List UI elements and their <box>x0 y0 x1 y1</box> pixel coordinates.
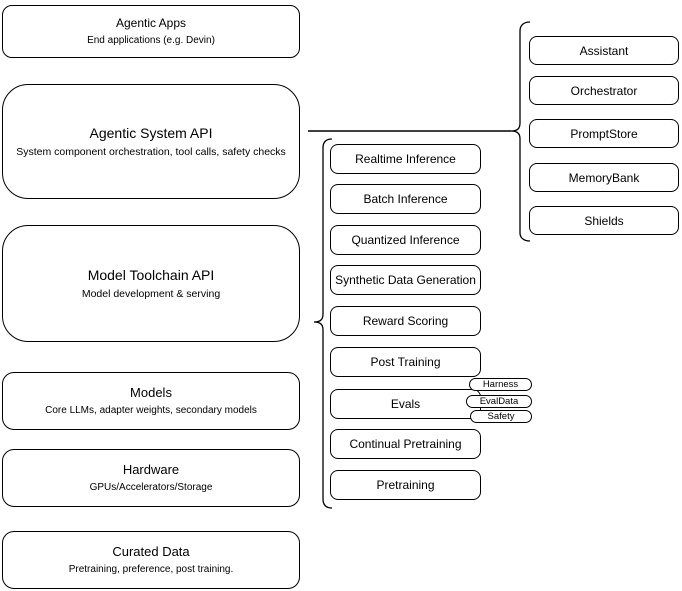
box-subtitle: GPUs/Accelerators/Storage <box>89 482 213 493</box>
box-title: Agentic Apps <box>115 16 187 30</box>
toolchain-box-realtime-inference: Realtime Inference <box>330 144 481 174</box>
box-label: Evals <box>390 397 421 411</box>
toolchain-box-continual-pretraining: Continual Pretraining <box>330 429 481 459</box>
box-label: PromptStore <box>570 126 638 141</box>
box-subtitle: End applications (e.g. Devin) <box>87 35 215 46</box>
box-label: Post Training <box>370 355 441 369</box>
stack-box-agentic-system-api: Agentic System API System component orch… <box>2 84 300 199</box>
box-subtitle: Core LLMs, adapter weights, secondary mo… <box>45 405 257 416</box>
box-label: Pretraining <box>376 478 435 492</box>
stack-box-model-toolchain-api: Model Toolchain API Model development & … <box>2 225 300 342</box>
stack-box-curated-data: Curated Data Pretraining, preference, po… <box>2 531 300 589</box>
box-label: Synthetic Data Generation <box>335 273 476 287</box>
box-title: Curated Data <box>112 544 190 559</box>
stack-box-hardware: Hardware GPUs/Accelerators/Storage <box>2 449 300 507</box>
box-label: Continual Pretraining <box>349 437 462 451</box>
pill-label: Harness <box>482 379 519 390</box>
toolchain-box-batch-inference: Batch Inference <box>330 184 481 214</box>
component-box-orchestrator: Orchestrator <box>529 76 679 105</box>
stack-box-agentic-apps: Agentic Apps End applications (e.g. Devi… <box>2 5 300 58</box>
box-label: Shields <box>584 213 624 228</box>
box-label: Assistant <box>579 43 629 58</box>
component-box-assistant: Assistant <box>529 36 679 65</box>
toolchain-box-quantized-inference: Quantized Inference <box>330 225 481 255</box>
box-subtitle: Pretraining, preference, post training. <box>68 564 234 575</box>
box-label: MemoryBank <box>568 170 640 185</box>
box-subtitle: Model development & serving <box>81 288 221 300</box>
eval-tag-harness: Harness <box>469 378 532 391</box>
toolchain-box-post-training: Post Training <box>330 347 481 377</box>
component-box-promptstore: PromptStore <box>529 119 679 148</box>
component-box-shields: Shields <box>529 206 679 235</box>
box-label: Quantized Inference <box>351 233 460 247</box>
toolchain-box-synthetic-data-generation: Synthetic Data Generation <box>330 265 481 295</box>
middle-brace <box>313 138 333 509</box>
box-title: Models <box>130 385 172 400</box>
eval-tag-safety: Safety <box>470 410 532 423</box>
toolchain-box-reward-scoring: Reward Scoring <box>330 306 481 336</box>
box-title: Hardware <box>122 462 180 477</box>
box-label: Orchestrator <box>570 83 638 98</box>
box-subtitle: System component orchestration, tool cal… <box>16 146 286 158</box>
stack-box-models: Models Core LLMs, adapter weights, secon… <box>2 372 300 430</box>
toolchain-box-pretraining: Pretraining <box>330 470 481 500</box>
right-brace <box>510 21 531 242</box>
box-label: Reward Scoring <box>362 314 449 328</box>
pill-label: EvalData <box>479 396 519 407</box>
box-title: Model Toolchain API <box>87 267 215 283</box>
box-title: Agentic System API <box>89 125 213 141</box>
box-label: Batch Inference <box>363 192 448 206</box>
pill-label: Safety <box>487 411 515 422</box>
eval-tag-evaldata: EvalData <box>466 395 532 408</box>
component-box-memorybank: MemoryBank <box>529 163 679 192</box>
box-label: Realtime Inference <box>355 152 456 166</box>
toolchain-box-evals: Evals <box>330 389 481 419</box>
